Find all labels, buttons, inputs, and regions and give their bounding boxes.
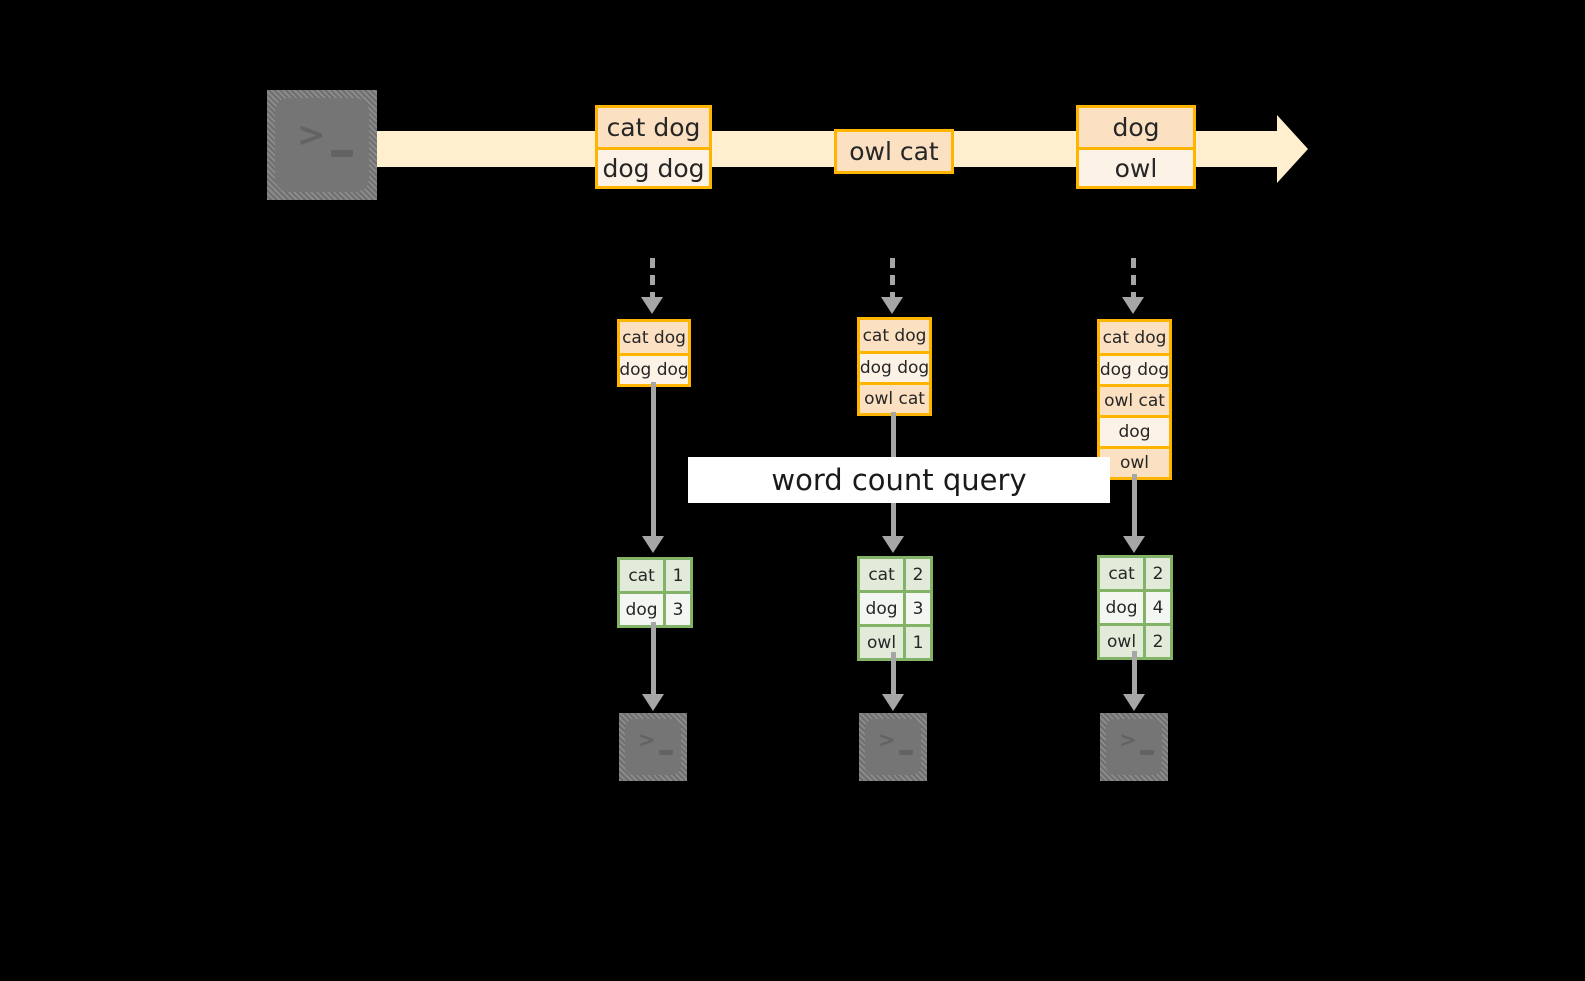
terminal-screen: > [275, 98, 369, 192]
stream-record-line: dog dog [598, 147, 709, 186]
snapshot-stack-1[interactable]: cat dog dog dog [617, 319, 691, 387]
table-row: dog 3 [860, 590, 930, 624]
snapshot-line: dog [1100, 415, 1169, 446]
count-cell: 1 [663, 560, 690, 591]
stream-record-batch-1[interactable]: cat dog dog dog [595, 105, 712, 189]
table-row: cat 1 [620, 560, 690, 591]
arrowhead-icon [881, 297, 903, 314]
prompt-chevron-icon: > [638, 728, 656, 752]
sink-terminal-icon-3[interactable]: > [1100, 713, 1168, 781]
word-cell: owl [1100, 626, 1144, 657]
arrowhead-icon [1122, 297, 1144, 314]
source-terminal-icon[interactable]: > [267, 90, 377, 200]
snapshot-line: dog dog [619, 353, 689, 384]
query-connector-1 [651, 382, 656, 538]
snapshot-line: dog dog [860, 351, 929, 382]
terminal-screen: > [865, 719, 921, 775]
sink-connector-1 [651, 622, 656, 696]
prompt-chevron-icon: > [878, 728, 896, 752]
snapshot-stack-3[interactable]: cat dog dog dog owl cat dog owl [1097, 319, 1172, 480]
arrowhead-icon [642, 694, 664, 711]
snapshot-line: cat dog [1100, 322, 1169, 353]
word-cell: dog [860, 593, 904, 624]
result-table-2[interactable]: cat 2 dog 3 owl 1 [857, 556, 933, 661]
dashed-connector-snapshot-3 [1131, 258, 1136, 299]
query-connector-3 [1132, 474, 1137, 538]
word-cell: cat [1100, 558, 1144, 589]
sink-connector-3 [1132, 651, 1137, 696]
table-row: dog 3 [620, 591, 690, 625]
table-row: owl 1 [860, 624, 930, 658]
arrowhead-icon [882, 694, 904, 711]
prompt-cursor-icon [899, 750, 913, 755]
count-cell: 4 [1143, 592, 1170, 623]
arrowhead-icon [1123, 694, 1145, 711]
arrowhead-icon [641, 297, 663, 314]
stream-arrow-head-icon [1277, 115, 1308, 183]
table-row: cat 2 [860, 559, 930, 590]
sink-terminal-icon-2[interactable]: > [859, 713, 927, 781]
prompt-cursor-icon [331, 150, 353, 157]
stream-record-batch-2[interactable]: owl cat [834, 129, 954, 174]
query-label: word count query [688, 457, 1110, 503]
arrowhead-icon [1123, 536, 1145, 553]
stream-record-line: cat dog [598, 108, 709, 147]
terminal-screen: > [1106, 719, 1162, 775]
word-cell: dog [620, 594, 664, 625]
arrowhead-icon [882, 536, 904, 553]
count-cell: 3 [663, 594, 690, 625]
snapshot-line: owl [1100, 446, 1169, 477]
count-cell: 2 [1143, 626, 1170, 657]
prompt-chevron-icon: > [1119, 728, 1137, 752]
word-cell: owl [860, 627, 904, 658]
prompt-chevron-icon: > [297, 115, 326, 155]
result-table-3[interactable]: cat 2 dog 4 owl 2 [1097, 555, 1173, 660]
dashed-connector-snapshot-2 [890, 258, 895, 299]
snapshot-line: dog dog [1100, 353, 1169, 384]
count-cell: 3 [903, 593, 930, 624]
table-row: dog 4 [1100, 589, 1170, 623]
stream-record-line: dog [1079, 108, 1193, 147]
dashed-connector-snapshot-1 [650, 258, 655, 299]
snapshot-line: owl cat [1100, 384, 1169, 415]
stream-record-batch-3[interactable]: dog owl [1076, 105, 1196, 189]
count-cell: 1 [903, 627, 930, 658]
prompt-cursor-icon [1140, 750, 1154, 755]
snapshot-line: cat dog [620, 322, 688, 353]
word-cell: cat [860, 559, 904, 590]
snapshot-stack-2[interactable]: cat dog dog dog owl cat [857, 317, 932, 416]
terminal-screen: > [625, 719, 681, 775]
table-row: cat 2 [1100, 558, 1170, 589]
arrowhead-icon [642, 536, 664, 553]
snapshot-line: cat dog [860, 320, 929, 351]
stream-record-line: owl cat [837, 132, 951, 171]
word-cell: dog [1100, 592, 1144, 623]
count-cell: 2 [903, 559, 930, 590]
prompt-cursor-icon [659, 750, 673, 755]
count-cell: 2 [1143, 558, 1170, 589]
stream-record-line: owl [1079, 147, 1193, 186]
sink-terminal-icon-1[interactable]: > [619, 713, 687, 781]
snapshot-line: owl cat [860, 382, 929, 413]
table-row: owl 2 [1100, 623, 1170, 657]
sink-connector-2 [891, 652, 896, 696]
result-table-1[interactable]: cat 1 dog 3 [617, 557, 693, 628]
word-cell: cat [620, 560, 664, 591]
